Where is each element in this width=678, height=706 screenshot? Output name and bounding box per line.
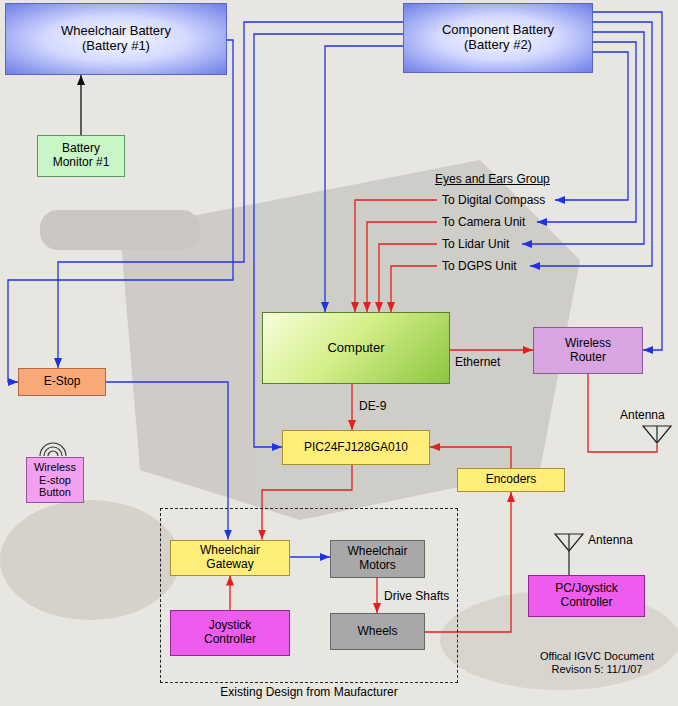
router-box: Wireless Router — [533, 327, 643, 374]
node-text: E-Stop — [44, 375, 81, 389]
estop-box: E-Stop — [18, 368, 106, 396]
computer-box: Computer — [262, 312, 450, 384]
connector — [290, 556, 330, 557]
battery-box: Component Battery (Battery #2) — [403, 3, 593, 73]
antenna-symbol — [555, 534, 583, 575]
power-wire — [555, 52, 628, 200]
node-text: Wireless E-stop Button — [31, 461, 79, 499]
antenna-mast — [656, 426, 657, 443]
node-text: Component Battery (Battery #2) — [436, 23, 561, 53]
connector — [80, 75, 81, 135]
photo-shadow — [0, 500, 180, 620]
node-text: Wheels — [357, 625, 397, 639]
signal-label: To Camera Unit — [442, 215, 525, 229]
gateway-box: Wheelchair Gateway — [170, 540, 290, 576]
wheelchair-photo — [0, 160, 678, 690]
data-wire — [355, 200, 437, 312]
manufacturer-group: Existing Design from Maufacturer Wheelcha… — [160, 508, 458, 702]
connector — [8, 40, 233, 382]
node-text: PC/Joystick Controller — [547, 582, 627, 610]
connector — [593, 12, 662, 350]
motor-box: Wheelchair Motors — [330, 540, 425, 578]
connector — [325, 46, 403, 312]
data-wire — [379, 244, 437, 312]
data-wire — [391, 266, 437, 312]
node-text: PIC24FJ128GA010 — [304, 441, 408, 455]
edge-label: Ethernet — [455, 355, 500, 369]
group-heading: Eyes and Ears Group — [435, 172, 550, 186]
connector — [229, 576, 230, 611]
connector — [450, 349, 533, 350]
connector — [430, 447, 511, 468]
signal-label: To Digital Compass — [442, 193, 545, 207]
connector — [425, 492, 511, 632]
wave-arc — [40, 443, 66, 456]
signal-label: To DGPS Unit — [442, 259, 517, 273]
connector — [376, 578, 377, 613]
encoder-box: Encoders — [457, 468, 565, 492]
node-text: Existing Design from Maufacturer — [220, 686, 397, 700]
antenna-label: Antenna — [620, 408, 665, 422]
edge-label: Drive Shafts — [384, 589, 449, 603]
antenna-symbol — [643, 426, 671, 443]
node-text: Wireless Router — [553, 337, 623, 365]
antenna-symbol — [643, 426, 671, 443]
wireless-waves — [40, 443, 66, 456]
edge-label: DE-9 — [359, 399, 386, 413]
node-text: Wheelchair Battery (Battery #1) — [54, 24, 179, 54]
connector — [262, 465, 352, 540]
remote-box: PC/Joystick Controller — [528, 575, 645, 617]
monitor-box: Battery Monitor #1 — [37, 135, 125, 177]
antenna-mast — [568, 534, 569, 575]
node-text: Wheelchair Motors — [338, 545, 418, 573]
connector — [106, 382, 228, 540]
wave-arc — [44, 447, 62, 456]
connector — [351, 384, 352, 430]
wheel-box: Wheels — [330, 613, 425, 650]
wave-arc — [48, 451, 58, 456]
photo-shadow — [40, 210, 200, 250]
antenna-label: Antenna — [588, 533, 633, 547]
document-note: Offical IGVC Document Revison 5: 11/1/07 — [522, 650, 672, 676]
connector — [254, 34, 403, 447]
joystick-box: Joystick Controller — [170, 610, 290, 656]
battery-box: Wheelchair Battery (Battery #1) — [5, 3, 227, 75]
button-box: Wireless E-stop Button — [26, 457, 84, 503]
node-text: Encoders — [486, 473, 537, 487]
node-text: Battery Monitor #1 — [43, 142, 119, 170]
node-text: Wheelchair Gateway — [190, 544, 270, 572]
signal-label: To Lidar Unit — [442, 237, 509, 251]
data-wire — [367, 222, 437, 312]
node-text: Joystick Controller — [195, 619, 265, 647]
controller-box: PIC24FJ128GA010 — [282, 430, 430, 465]
node-text: Computer — [327, 341, 384, 356]
